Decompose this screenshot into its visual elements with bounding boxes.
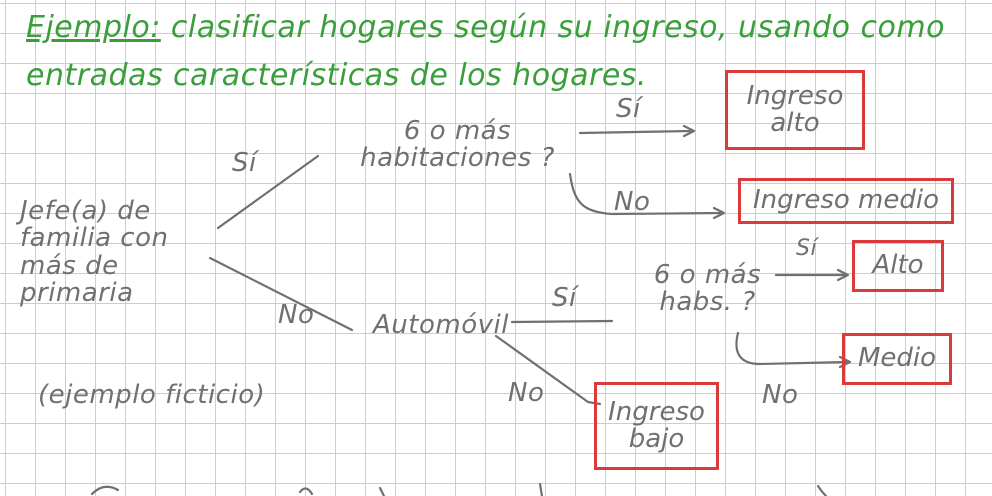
leaf-medio: Medio [842,333,952,385]
label-rooms2-yes: Sí [796,236,818,261]
fictitious-note: (ejemplo ficticio) [38,380,266,410]
leaf-ingreso-medio: Ingreso medio [738,178,954,224]
label-rooms-no: No [614,187,651,217]
title-prefix: Ejemplo: [26,10,161,45]
title-text-1: clasificar hogares según su ingreso, usa… [170,10,945,45]
edge-root-no [208,256,354,332]
edge-car-yes [510,319,614,324]
edge-rooms2-no [735,331,850,366]
arrowhead-rooms-no [712,206,726,220]
label-rooms-yes: Sí [616,94,641,124]
leaf-ingreso-alto: Ingreso alto [725,70,865,150]
question-car: Automóvil [373,310,509,340]
edge-rooms-yes [578,129,694,135]
arrowhead-rooms-yes [682,124,696,138]
leaf-alto: Alto [852,240,944,292]
question-rooms-short: 6 o más habs. ? [653,260,762,318]
arrowhead-rooms2-yes [836,268,850,282]
label-car-yes: Sí [552,283,577,313]
root-question: Jefe(a) de familia con más de primaria [20,196,169,308]
title-line-2: entradas características de los hogares. [26,58,647,93]
question-rooms: 6 o más habitaciones ? [360,116,555,174]
label-root-no: No [278,300,315,330]
label-car-no: No [508,378,545,408]
leaf-ingreso-bajo: Ingreso bajo [594,382,719,470]
cropped-handwriting [90,482,828,496]
title-line-1: Ejemplo: clasificar hogares según su ing… [26,12,945,44]
edge-rooms-no [568,172,724,216]
label-rooms2-no: No [762,380,799,410]
edge-root-yes [216,154,320,230]
label-root-yes: Sí [232,148,257,178]
